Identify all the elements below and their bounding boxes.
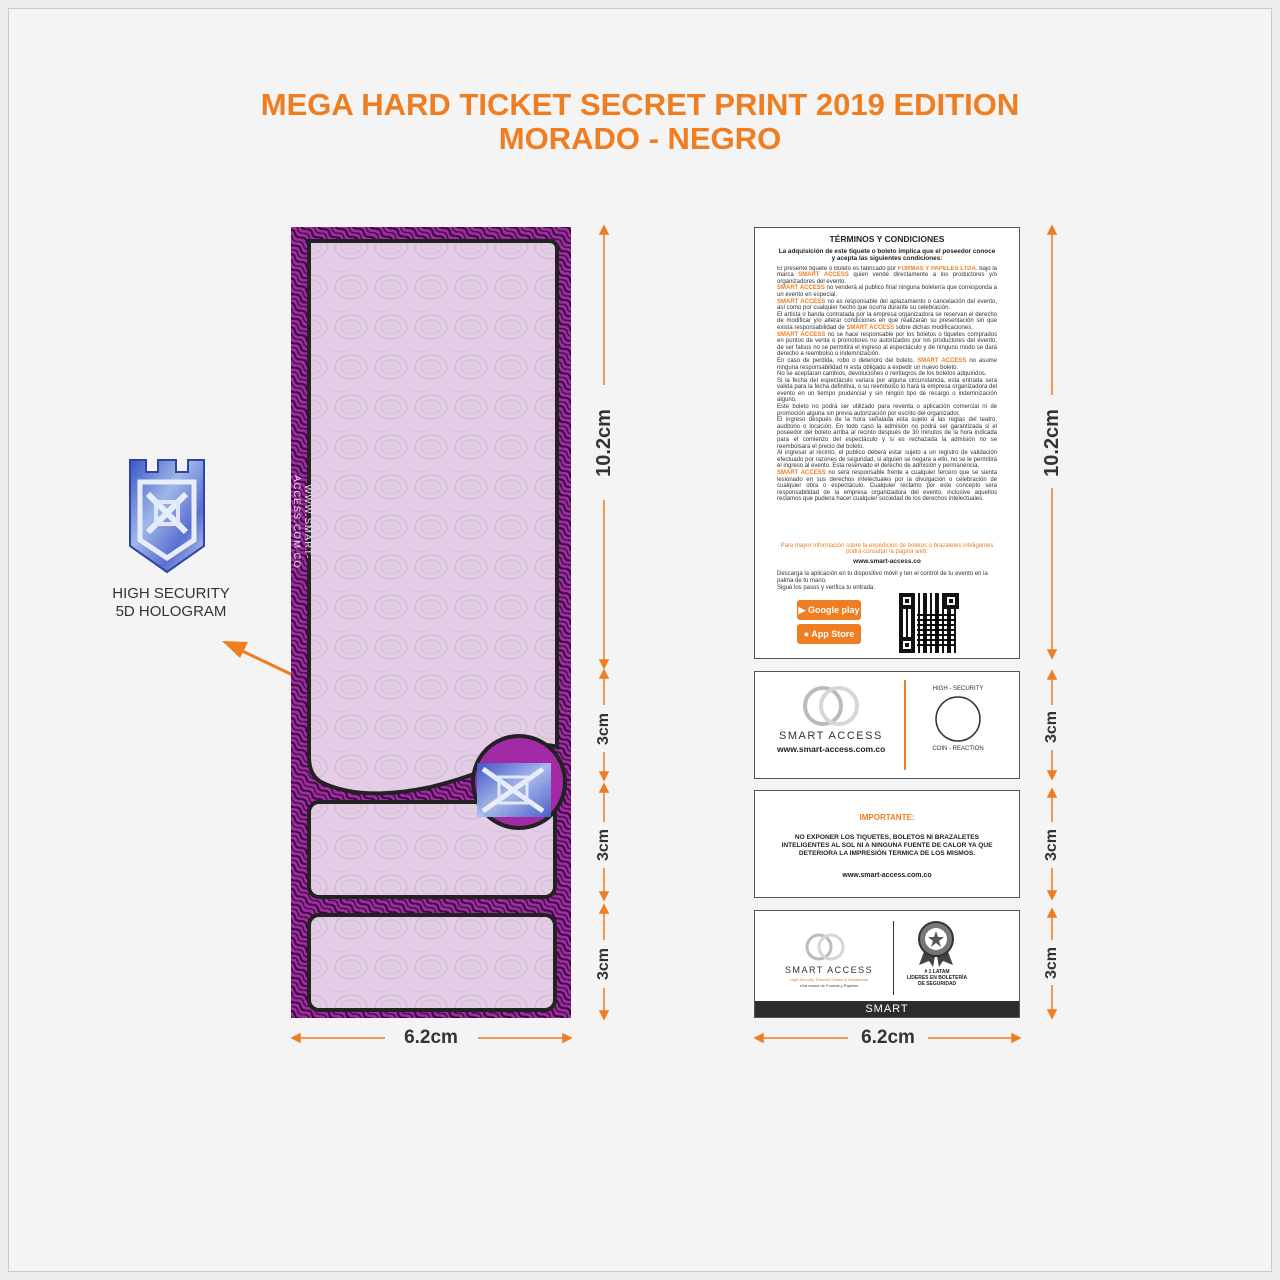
award-line2: LIDERES EN BOLETERÍA — [906, 975, 968, 981]
front-ticket — [291, 227, 571, 1018]
seal-top-text: HIGH - SECURITY — [932, 686, 984, 692]
hologram-label-line2: 5D HOLOGRAM — [115, 603, 227, 620]
terms-text: bajo la marca — [777, 265, 997, 279]
terms-website: www.smart-access.co — [853, 557, 921, 565]
terms-card: TÉRMINOS Y CONDICIONES La adquisición de… — [754, 227, 1020, 659]
terms-brand: SMART ACCESS — [777, 298, 826, 305]
qr-code-icon — [899, 593, 959, 653]
bottom-sub: Una marca de Formas y Papeles — [799, 983, 859, 988]
bottom-divider — [893, 921, 894, 995]
hologram-label-line1: HIGH SECURITY — [112, 585, 230, 602]
hologram-label: HIGH SECURITY 5D HOLOGRAM — [96, 585, 246, 621]
terms-brand: FORMAS Y PAPELES LTDA. — [897, 265, 978, 272]
terms-heading: TÉRMINOS Y CONDICIONES — [829, 234, 945, 244]
logo-brand: SMART ACCESS — [779, 730, 883, 742]
logo-divider — [904, 680, 906, 770]
terms-text: no es responsable del aplazamiento o can… — [777, 298, 997, 312]
back-height-main: 10.2cm — [1041, 409, 1063, 477]
terms-brand: SMART ACCESS — [798, 272, 849, 279]
play-icon: ▶ — [798, 605, 808, 615]
terms-brand: SMART ACCESS — [777, 331, 826, 338]
back-height-stub1: 3cm — [1043, 710, 1060, 744]
terms-text: El ingreso después de la hora señalada e… — [777, 417, 997, 450]
logo-card: SMART ACCESS www.smart-access.com.co HIG… — [754, 671, 1020, 779]
front-vertical-url: WWW.SMART-ACCESS.COM.CO — [291, 475, 313, 569]
seal-bottom-text: COIN - REACTION — [932, 746, 984, 752]
important-text: NO EXPONER LOS TIQUETES, BOLETOS NI BRAZ… — [781, 834, 993, 857]
bottom-bar: SMART — [755, 1001, 1019, 1017]
important-card: IMPORTANTE: NO EXPONER LOS TIQUETES, BOL… — [754, 790, 1020, 898]
terms-body: El presente tiquete o Boleto es fabricad… — [777, 266, 997, 536]
terms-text: El artista o banda contratada por la emp… — [777, 311, 997, 331]
bottom-tagline: High-Security Thermal Tickets & Wristban… — [789, 977, 869, 982]
terms-text: Al ingresar al recinto, el publico deber… — [777, 450, 997, 470]
terms-text: El presente tiquete o Boleto es fabricad… — [777, 265, 898, 272]
smart-access-rings-icon — [805, 933, 845, 961]
terms-text: no venderá al publico final ninguna bole… — [777, 285, 997, 298]
terms-text: No se aceptaran cambios, devoluciones o … — [777, 371, 987, 378]
important-website: www.smart-access.com.co — [842, 872, 932, 879]
terms-text: sobre dichas modificaciones. — [894, 324, 973, 331]
terms-lead: La adquisición de este tiquete o boleto … — [778, 247, 996, 262]
castle-hologram-icon — [129, 459, 205, 574]
terms-brand: SMART ACCESS — [777, 285, 825, 292]
google-play-badge[interactable]: ▶ Google play — [797, 600, 861, 620]
back-width-label: 6.2cm — [861, 1027, 915, 1048]
terms-text: Este boleto no podrá ser utilizado para … — [777, 404, 997, 417]
smart-access-rings-icon — [803, 686, 859, 726]
back-height-stub2: 3cm — [1043, 828, 1060, 862]
terms-brand: SMART ACCESS — [777, 470, 826, 476]
front-height-stub2: 3cm — [595, 828, 612, 862]
award-line3: DE SEGURIDAD — [917, 981, 957, 987]
security-seal-icon — [935, 696, 981, 742]
app-store-badge[interactable]: ● App Store — [797, 624, 861, 644]
terms-text: En caso de perdida, robo o deterioro del… — [777, 357, 918, 364]
page-title: MEGA HARD TICKET SECRET PRINT 2019 EDITI… — [260, 87, 1020, 122]
terms-brand: SMART ACCESS — [917, 357, 967, 364]
front-height-main: 10.2cm — [593, 409, 615, 477]
front-height-stub1: 3cm — [595, 712, 612, 746]
award-medal-icon — [918, 921, 954, 967]
bottom-card: SMART ACCESS High-Security Thermal Ticke… — [754, 910, 1020, 1018]
back-height-stub3: 3cm — [1043, 946, 1060, 980]
terms-text: Si la fecha del espectáculo variara por … — [777, 377, 997, 404]
logo-url: www.smart-access.com.co — [777, 744, 886, 754]
apple-icon: ● — [803, 629, 812, 639]
front-width-label: 6.2cm — [404, 1027, 458, 1048]
bottom-brand: SMART ACCESS — [785, 965, 874, 975]
terms-text: no será responsable frente a cualquier t… — [777, 470, 997, 503]
terms-text: no asume ninguna responsabilidad ni esta… — [777, 357, 997, 371]
page-subtitle: MORADO - NEGRO — [498, 121, 782, 156]
canvas-frame — [8, 8, 1272, 1272]
terms-download: Descarga la aplicación en tu dispositivo… — [777, 571, 988, 584]
google-play-label: Google play — [807, 605, 860, 615]
app-store-label: App Store — [811, 629, 855, 639]
award-text: # 1 LATAM LIDERES EN BOLETERÍA DE SEGURI… — [901, 969, 973, 987]
award-line1: # 1 LATAM — [924, 969, 950, 975]
terms-text: no se hace responsable por los boletos o… — [777, 331, 997, 358]
important-heading: IMPORTANTE: — [859, 813, 915, 822]
terms-text: quien vende directamente a los productor… — [777, 272, 997, 285]
terms-brand: SMART ACCESS — [846, 324, 895, 331]
terms-steps: Sigue los pasos y verifica tu entrada: — [777, 584, 876, 591]
front-height-stub3: 3cm — [595, 947, 612, 981]
terms-info: Para mayor información sobre la expedici… — [780, 542, 994, 556]
